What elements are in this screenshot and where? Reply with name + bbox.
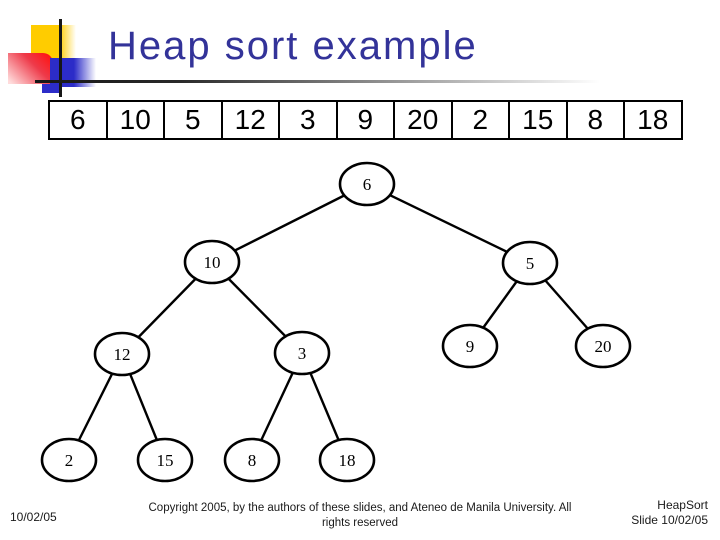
tree-node-label-6: 6: [363, 175, 372, 194]
title-underline: [35, 80, 700, 83]
tree-node-9: [441, 323, 499, 369]
footer-slide-number: Slide 10/02/05: [631, 513, 708, 527]
tree-node-label-3: 3: [298, 344, 307, 363]
footer-copyright: Copyright 2005, by the authors of these …: [148, 502, 572, 529]
array-cell-8: 15: [508, 100, 568, 140]
logo-red-square: [8, 53, 53, 84]
array-cell-7: 2: [450, 100, 510, 140]
tree-edge-6-5: [366, 182, 531, 265]
tree-node-label-10: 10: [204, 253, 221, 272]
array-cell-5: 9: [335, 100, 395, 140]
tree-node-label-2: 2: [65, 451, 74, 470]
tree-node-label-9: 9: [466, 337, 475, 356]
slide-title: Heap sort example: [108, 24, 478, 68]
tree-node-15: [136, 437, 194, 483]
tree-node-6: [338, 161, 396, 207]
footer-date: 10/02/05: [10, 510, 57, 524]
tree-node-3: [273, 330, 331, 376]
tree-node-5: [501, 240, 559, 286]
logo-blue-small-square: [42, 84, 61, 93]
array-cell-4: 3: [278, 100, 338, 140]
logo-vertical-line: [59, 19, 62, 97]
array-cell-2: 5: [163, 100, 223, 140]
tree-node-10: [183, 239, 241, 285]
tree-node-2: [40, 437, 98, 483]
tree-node-label-15: 15: [157, 451, 174, 470]
tree-node-label-18: 18: [339, 451, 356, 470]
array-cell-6: 20: [393, 100, 453, 140]
array-cell-1: 10: [105, 100, 165, 140]
array-cell-3: 12: [220, 100, 280, 140]
tree-node-label-5: 5: [526, 254, 535, 273]
footer-slide-info: HeapSort Slide 10/02/05: [631, 498, 708, 528]
tree-node-8: [223, 437, 281, 483]
tree-node-12: [93, 331, 151, 377]
array-cell-10: 18: [623, 100, 683, 140]
array-cell-9: 8: [565, 100, 625, 140]
tree-node-label-8: 8: [248, 451, 257, 470]
tree-node-20: [574, 323, 632, 369]
footer-deck-name: HeapSort: [657, 498, 708, 512]
tree-node-18: [318, 437, 376, 483]
tree-node-label-12: 12: [114, 345, 131, 364]
tree-node-label-20: 20: [595, 337, 612, 356]
tree-edge-6-10: [211, 182, 368, 264]
